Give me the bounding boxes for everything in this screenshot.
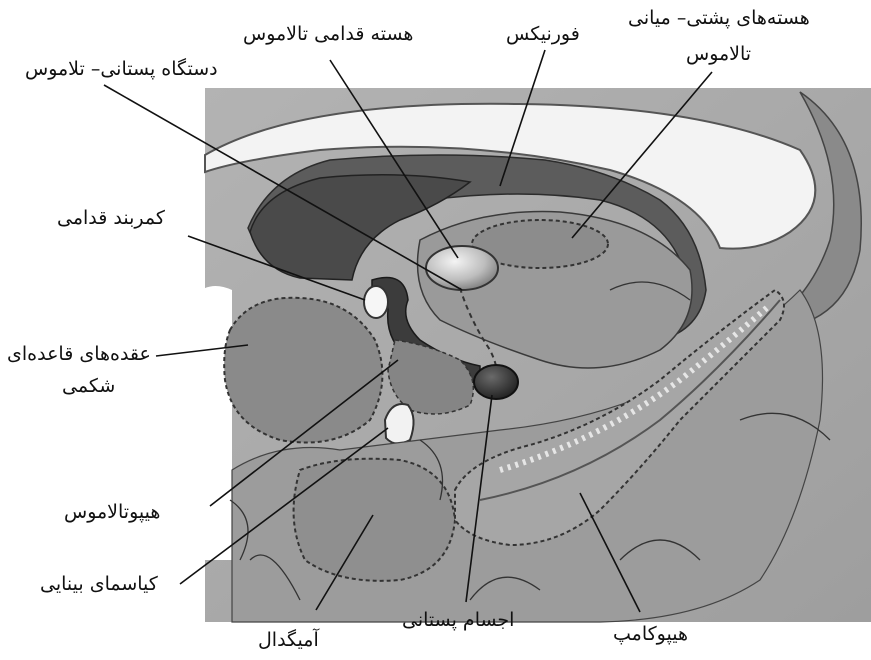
amygdala [294, 459, 455, 581]
label-amygdala: آمیگدال [258, 628, 319, 652]
label-hypothalamus: هیپوتالاموس [64, 500, 160, 524]
label-mammillary-bodies: اجسام پستانی [402, 608, 514, 632]
optic-chiasm [385, 404, 414, 444]
label-dorsomedial-line1: هسته‌های پشتی– میانی [628, 6, 810, 30]
label-fornix: فورنیکس [506, 22, 580, 46]
label-basal-ganglia-line2: شکمی [62, 374, 115, 398]
label-anterior-commissure: کمربند قدامی [57, 206, 165, 230]
label-basal-ganglia-line1: عقده‌های قاعده‌ای [7, 342, 151, 366]
label-hippocampus: هیپوکامپ [613, 622, 688, 646]
label-anterior-thalamic-nucleus: هسته قدامی تالاموس [243, 22, 413, 46]
label-dorsomedial-line2: تالاموس [686, 42, 751, 66]
anterior-commissure [364, 286, 388, 318]
label-optic-chiasm: کیاسمای بینایی [40, 572, 158, 596]
anterior-nucleus [426, 246, 498, 290]
label-mammillothalamic-tract: دستگاه پستانی– تلاموس [25, 57, 218, 81]
mammillary-body [474, 365, 518, 399]
